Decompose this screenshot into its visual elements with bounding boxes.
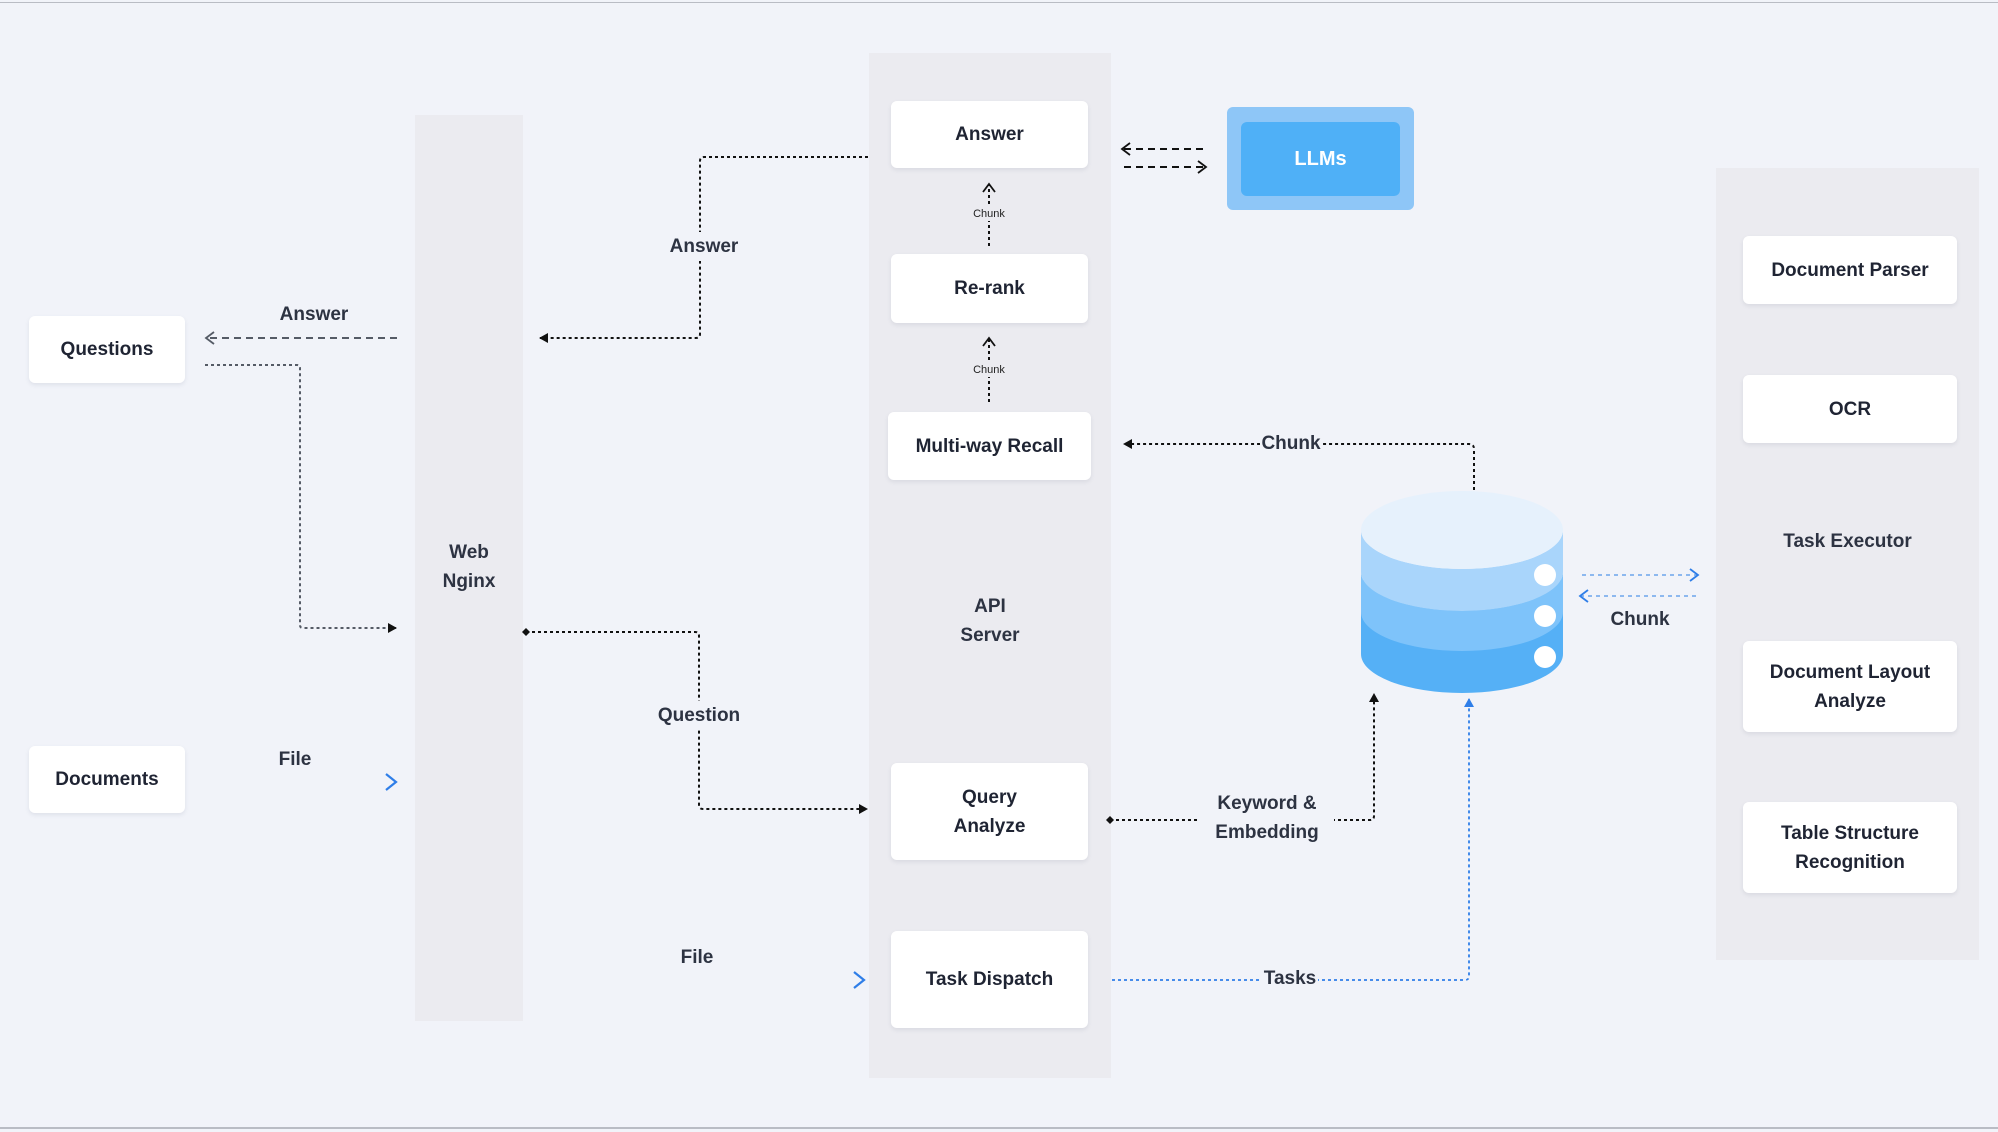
bottom-border	[0, 1127, 1998, 1129]
task-executor-label: Task Executor	[1783, 531, 1912, 552]
edge-tasks	[1112, 698, 1474, 981]
answer-node[interactable]: Answer	[891, 101, 1088, 168]
task-dispatch-node[interactable]: Task Dispatch	[891, 931, 1088, 1028]
edge-label-keyword-embedding: Keyword & Embedding	[1200, 789, 1334, 847]
edge-label-answer-nginx: Answer	[654, 232, 754, 261]
edge-label-chunk-recall: Chunk	[1260, 429, 1322, 458]
edge-label-question: Question	[649, 701, 749, 730]
edge-answer-to-nginx	[539, 156, 868, 343]
web-nginx-column	[415, 115, 523, 1021]
multi-way-recall-node[interactable]: Multi-way Recall	[888, 412, 1091, 480]
table-structure-recognition-node[interactable]: Table Structure Recognition	[1743, 802, 1957, 893]
document-parser-node[interactable]: Document Parser	[1743, 236, 1957, 304]
web-nginx-label: Web Nginx	[442, 542, 496, 592]
rerank-node[interactable]: Re-rank	[891, 254, 1088, 323]
top-border	[0, 2, 1998, 3]
edge-label-chunk-rerank: Chunk	[959, 363, 1019, 377]
edge-label-tasks: Tasks	[1262, 964, 1318, 993]
ocr-node[interactable]: OCR	[1743, 375, 1957, 443]
llms-node[interactable]: LLMs	[1241, 122, 1400, 196]
document-layout-analyze-node[interactable]: Document Layout Analyze	[1743, 641, 1957, 732]
edge-chunk-db-recall	[1123, 439, 1475, 490]
api-server-label: API Server	[960, 596, 1020, 646]
documents-node[interactable]: Documents	[29, 746, 185, 813]
edge-label-chunk-executor: Chunk	[1610, 609, 1670, 630]
edge-label-file-documents: File	[278, 749, 312, 770]
edge-label-chunk-answer: Chunk	[959, 207, 1019, 221]
database-icon	[1361, 491, 1563, 693]
edge-keyword-embedding	[1106, 693, 1379, 824]
api-server-column	[869, 53, 1111, 1078]
query-analyze-node[interactable]: Query Analyze	[891, 763, 1088, 860]
questions-node[interactable]: Questions	[29, 316, 185, 383]
edge-label-answer-questions: Answer	[279, 304, 349, 325]
edge-label-file-dispatch: File	[680, 947, 714, 968]
edge-questions-to-nginx	[205, 364, 397, 633]
